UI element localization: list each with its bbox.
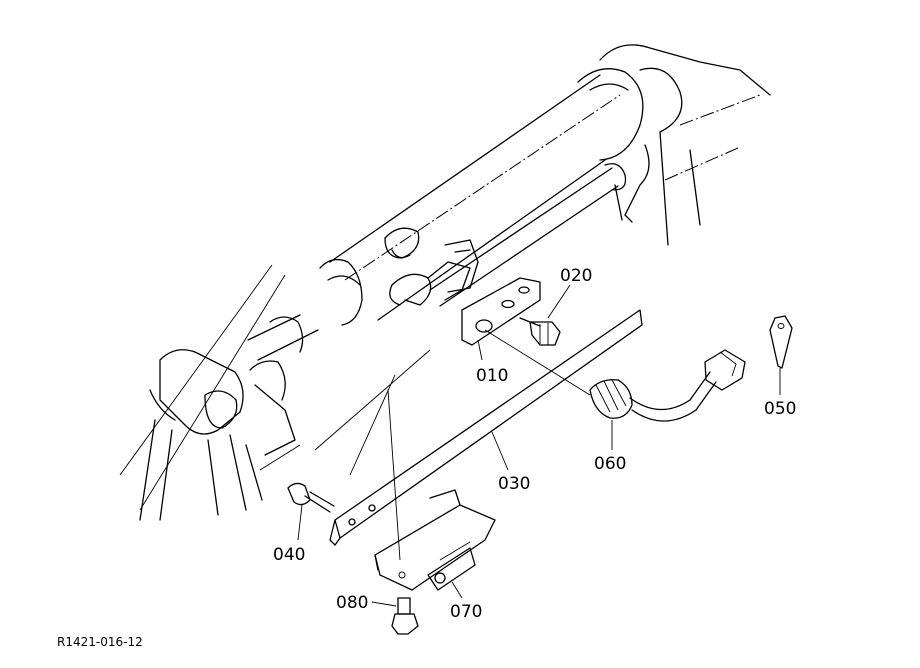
bracket-plate-010 [461, 277, 541, 346]
bolt-020 [519, 317, 561, 346]
label-010: 010 [476, 366, 508, 386]
label-070: 070 [450, 602, 482, 622]
strap-030 [329, 309, 643, 546]
label-040: 040 [273, 545, 305, 565]
sensor-060 [484, 329, 746, 422]
mounting-bracket-070 [374, 489, 496, 591]
screw-040 [287, 482, 335, 513]
bolt-080 [391, 597, 419, 635]
label-080: 080 [336, 593, 368, 613]
label-030: 030 [498, 474, 530, 494]
leader-lines [297, 284, 781, 607]
label-060: 060 [594, 454, 626, 474]
label-050: 050 [764, 399, 796, 419]
tag-050 [769, 315, 793, 369]
reference-code: R1421-016-12 [57, 635, 143, 649]
boom-outline [119, 44, 771, 561]
label-020: 020 [560, 266, 592, 286]
